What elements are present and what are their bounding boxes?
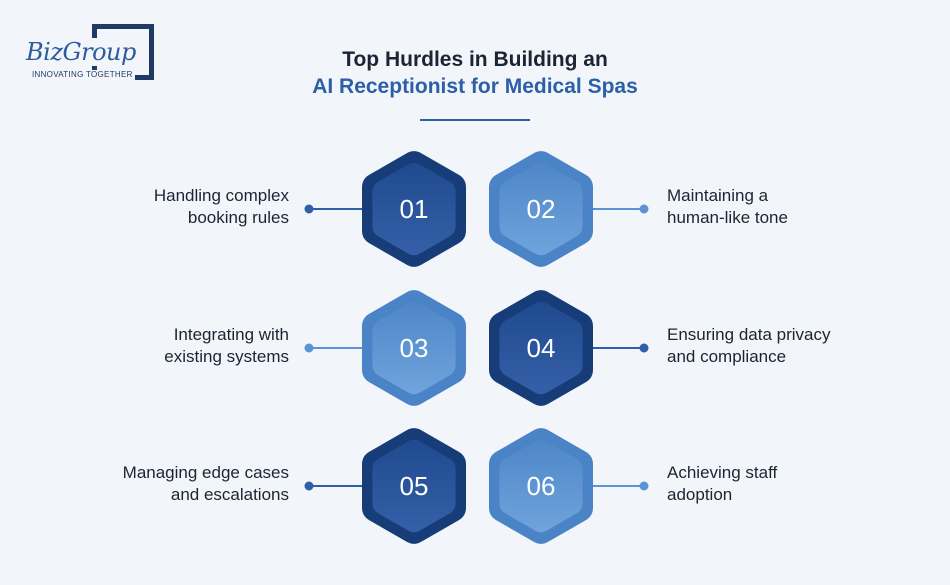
connector-dot-03	[304, 343, 314, 353]
logo-tagline: INNOVATING TOGETHER	[30, 70, 135, 80]
bizgroup-logo: BizGroup INNOVATING TOGETHER	[24, 24, 158, 84]
page-title-line-2: AI Receptionist for Medical Spas	[312, 75, 638, 98]
connector-05	[304, 481, 362, 491]
hexagon-number-01: 01	[400, 194, 429, 224]
hurdle-label-line-1: Ensuring data privacy	[667, 325, 831, 344]
connector-02	[593, 204, 649, 214]
hexagon-number-02: 02	[527, 194, 556, 224]
hexagon-03: 03	[362, 290, 466, 406]
connector-04	[593, 343, 649, 353]
hurdle-label-line-1: Managing edge cases	[122, 463, 289, 482]
page-title-line-1: Top Hurdles in Building an	[342, 48, 608, 71]
hexagon-inner-02	[499, 162, 583, 256]
hurdle-label-line-2: human-like tone	[667, 208, 788, 227]
hurdle-label-line-1: Handling complex	[153, 186, 289, 205]
hurdle-label-06: Achieving staff adoption	[667, 462, 907, 506]
hurdle-label-line-2: adoption	[667, 485, 733, 504]
hurdle-label-04: Ensuring data privacy and compliance	[667, 324, 907, 368]
connector-dot-06	[639, 481, 649, 491]
hurdle-label-02: Maintaining a human-like tone	[667, 185, 907, 229]
connector-dot-02	[639, 204, 649, 214]
hexagon-number-04: 04	[527, 333, 556, 363]
hexagon-02: 02	[489, 151, 593, 267]
connector-dot-01	[304, 204, 314, 214]
hexagon-06: 06	[489, 428, 593, 544]
hurdle-label-line-2: existing systems	[164, 347, 289, 366]
logo-wordmark: BizGroup	[24, 38, 138, 66]
hurdle-label-line-2: and compliance	[667, 347, 787, 366]
hexagon-inner-04	[499, 301, 583, 395]
hexagon-01: 01	[362, 151, 466, 267]
hexagon-inner-03	[372, 301, 456, 395]
title-underline	[420, 119, 530, 121]
connector-03	[304, 343, 362, 353]
connector-dot-05	[304, 481, 314, 491]
hurdle-label-line-2: booking rules	[187, 208, 289, 227]
hexagon-inner-05	[372, 439, 456, 533]
hurdle-label-line-1: Maintaining a	[667, 186, 769, 205]
hurdle-label-03: Integrating with existing systems	[49, 324, 289, 368]
hurdle-label-01: Handling complex booking rules	[49, 185, 289, 229]
hexagon-number-06: 06	[527, 471, 556, 501]
connector-01	[304, 204, 362, 214]
hurdle-label-line-1: Integrating with	[173, 325, 289, 344]
hexagon-number-05: 05	[400, 471, 429, 501]
hurdle-label-line-2: and escalations	[170, 485, 289, 504]
hexagon-04: 04	[489, 290, 593, 406]
hexagon-05: 05	[362, 428, 466, 544]
hexagon-inner-01	[372, 162, 456, 256]
hexagon-number-03: 03	[400, 333, 429, 363]
hurdle-label-line-1: Achieving staff	[667, 463, 778, 482]
connector-dot-04	[639, 343, 649, 353]
hexagon-inner-06	[499, 439, 583, 533]
connector-06	[593, 481, 649, 491]
hurdle-label-05: Managing edge cases and escalations	[49, 462, 289, 506]
